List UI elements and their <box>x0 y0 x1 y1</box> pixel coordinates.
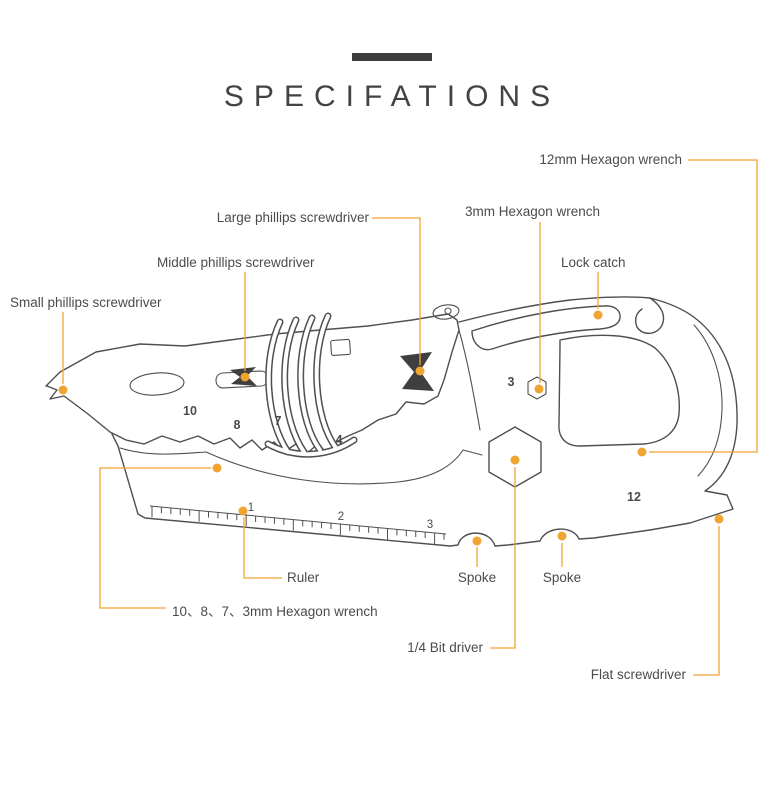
callout-label-multi-hexagon-wrench: 10、8、7、3mm Hexagon wrench <box>172 604 378 619</box>
hex3-cutout <box>527 376 547 400</box>
dot-large-phillips <box>415 366 425 376</box>
dot-hex12 <box>637 447 647 457</box>
leader-large-phillips <box>372 217 421 365</box>
leader-hex12 <box>649 159 758 453</box>
ruler-number-2: 2 <box>338 511 344 523</box>
callout-label-large-phillips: Large phillips screwdriver <box>216 210 369 225</box>
marking-8: 8 <box>234 418 241 432</box>
tool-body-outline <box>111 297 738 547</box>
ruler-ticks <box>151 506 445 544</box>
dot-lock-catch <box>593 310 603 320</box>
callout-label-small-phillips: Small phillips screwdriver <box>10 295 162 310</box>
dot-hex3 <box>534 384 544 394</box>
dot-multi-hex <box>212 463 222 473</box>
marking-12: 12 <box>627 490 641 504</box>
callout-label-spoke-right: Spoke <box>542 570 582 585</box>
leader-multi-hex <box>99 467 211 609</box>
plate-concave-edge <box>205 449 483 485</box>
dot-flat-screwdriver <box>714 514 724 524</box>
marking-10: 10 <box>183 404 197 418</box>
teardrop-cutout <box>129 372 185 396</box>
callout-label-spoke-left: Spoke <box>457 570 497 585</box>
callout-label-ruler: Ruler <box>287 570 320 585</box>
tool-outline <box>45 296 738 547</box>
callout-label-flat-screwdriver: Flat screwdriver <box>590 667 686 682</box>
callout-label-bit-driver: 1/4 Bit driver <box>407 640 483 655</box>
ruler-edge <box>149 505 447 535</box>
leader-ruler <box>243 517 282 579</box>
hex12-opening <box>558 334 680 447</box>
lanyard-pin <box>444 307 452 315</box>
ruler-number-3: 3 <box>427 519 433 531</box>
title-accent-bar <box>352 53 432 61</box>
leader-flat-screwdriver <box>693 526 720 676</box>
lanyard-hole <box>432 304 460 320</box>
callout-dots <box>58 310 724 546</box>
dot-spoke-right <box>557 531 567 541</box>
square-cutout <box>330 338 351 357</box>
callout-label-middle-phillips: Middle phillips screwdriver <box>157 255 315 270</box>
marking-3: 3 <box>508 375 515 389</box>
plate-left-edge <box>119 447 207 455</box>
dot-spoke-left <box>472 536 482 546</box>
dot-small-phillips <box>58 385 68 395</box>
page-title: SPECIFATIONS <box>223 80 561 113</box>
marking-4: 4 <box>336 433 343 447</box>
dot-ruler <box>238 506 248 516</box>
frame-inner-wall <box>693 324 723 477</box>
ruler-number-1: 1 <box>248 502 254 514</box>
marking-7: 7 <box>275 414 282 428</box>
leader-lines <box>62 159 758 676</box>
callout-label-lock-catch: Lock catch <box>561 255 626 270</box>
leader-bit-driver <box>490 467 516 649</box>
callout-label-12mm-hexagon-wrench: 12mm Hexagon wrench <box>539 152 682 167</box>
head-body-bridge <box>458 329 481 431</box>
dot-middle-phillips <box>240 372 250 382</box>
tool-markings: 10 8 7 4 3 12 1 2 3 <box>183 375 641 531</box>
callout-label-3mm-hexagon-wrench: 3mm Hexagon wrench <box>465 204 601 219</box>
tool-top-edge <box>458 296 651 323</box>
lock-catch-gate <box>471 305 621 351</box>
dot-bit-driver <box>510 455 520 465</box>
